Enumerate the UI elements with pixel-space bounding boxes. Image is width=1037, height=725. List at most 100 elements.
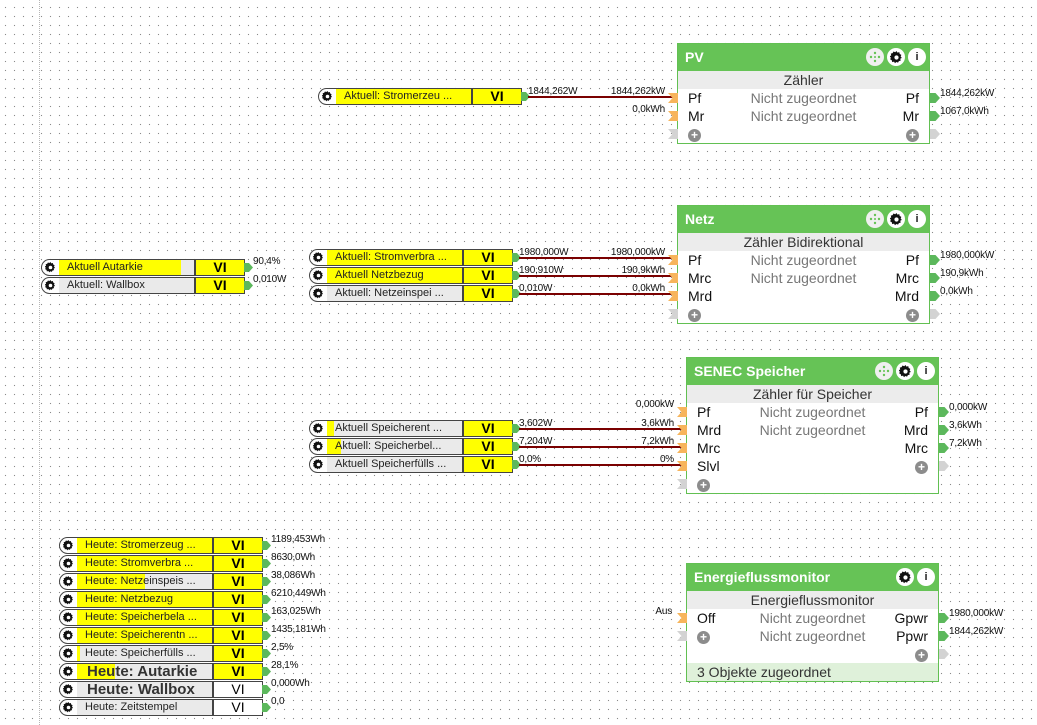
input-node[interactable]: Aktuell: Speicherbel...VI: [309, 438, 521, 455]
node-settings-button[interactable]: [59, 699, 77, 716]
input-node[interactable]: Aktuell Speicherfülls ...VI: [309, 456, 521, 473]
input-node[interactable]: Heute: Speicherfülls ...VI: [59, 645, 271, 662]
node-label[interactable]: Aktuell: Stromverbra ...: [327, 249, 463, 266]
add-input-button[interactable]: +: [697, 627, 710, 645]
output-port-pin[interactable]: [930, 273, 940, 283]
add-output-pin[interactable]: [939, 649, 949, 659]
add-input-button[interactable]: +: [697, 475, 710, 493]
input-port-pin[interactable]: [677, 613, 687, 623]
input-port-pin[interactable]: [677, 443, 687, 453]
move-icon[interactable]: [875, 362, 893, 380]
vi-badge[interactable]: VI: [213, 609, 263, 626]
node-label[interactable]: Heute: Wallbox: [77, 681, 213, 698]
input-node[interactable]: Aktuell: Stromerzeu ...VI: [318, 88, 530, 105]
input-node[interactable]: Heute: Netzeinspeis ...VI: [59, 573, 271, 590]
input-port-pin[interactable]: [677, 461, 687, 471]
vi-badge[interactable]: VI: [463, 267, 513, 284]
vi-badge[interactable]: VI: [213, 699, 263, 716]
vi-badge[interactable]: VI: [472, 88, 522, 105]
add-output-button[interactable]: +: [915, 645, 928, 663]
output-connector[interactable]: [512, 289, 521, 298]
input-node[interactable]: Aktuell: Netzeinspei ...VI: [309, 285, 521, 302]
node-label[interactable]: Heute: Netzbezug: [77, 591, 213, 608]
info-icon[interactable]: i: [908, 48, 926, 66]
add-output-button[interactable]: +: [915, 457, 928, 475]
vi-badge[interactable]: VI: [463, 285, 513, 302]
node-settings-button[interactable]: [318, 88, 336, 105]
node-label[interactable]: Heute: Speicherfülls ...: [77, 645, 213, 662]
node-settings-button[interactable]: [59, 609, 77, 626]
node-settings-button[interactable]: [309, 285, 327, 302]
connection-wire[interactable]: [519, 428, 684, 430]
input-port-pin[interactable]: [668, 291, 678, 301]
vi-badge[interactable]: VI: [463, 420, 513, 437]
input-port-pin[interactable]: [668, 273, 678, 283]
node-settings-button[interactable]: [59, 645, 77, 662]
node-label[interactable]: Heute: Stromerzeug ...: [77, 537, 213, 554]
node-label[interactable]: Aktuell Netzbezug: [327, 267, 463, 284]
node-settings-button[interactable]: [59, 627, 77, 644]
connection-wire[interactable]: [528, 96, 675, 98]
output-connector[interactable]: [262, 559, 271, 568]
output-port-pin[interactable]: [939, 613, 949, 623]
vi-badge[interactable]: VI: [213, 555, 263, 572]
node-settings-button[interactable]: [59, 591, 77, 608]
output-connector[interactable]: [521, 92, 530, 101]
output-connector[interactable]: [262, 685, 271, 694]
gear-icon[interactable]: [887, 210, 905, 228]
output-connector[interactable]: [512, 271, 521, 280]
add-input-pin[interactable]: [677, 479, 687, 489]
output-connector[interactable]: [512, 253, 521, 262]
vi-badge[interactable]: VI: [213, 663, 263, 680]
output-port-pin[interactable]: [939, 407, 949, 417]
gear-icon[interactable]: [896, 568, 914, 586]
output-port-pin[interactable]: [930, 291, 940, 301]
input-port-pin[interactable]: [677, 407, 687, 417]
gear-icon[interactable]: [887, 48, 905, 66]
output-port-pin[interactable]: [930, 255, 940, 265]
node-label[interactable]: Heute: Speicherbela ...: [77, 609, 213, 626]
input-port-pin[interactable]: [668, 111, 678, 121]
connection-wire[interactable]: [519, 464, 684, 466]
node-settings-button[interactable]: [309, 438, 327, 455]
input-node[interactable]: Heute: Speicherentn ...VI: [59, 627, 271, 644]
node-label[interactable]: Aktuell: Wallbox: [59, 277, 195, 294]
output-connector[interactable]: [262, 703, 271, 712]
add-output-button[interactable]: +: [906, 125, 919, 143]
node-label[interactable]: Aktuell: Netzeinspei ...: [327, 285, 463, 302]
move-icon[interactable]: [866, 48, 884, 66]
vi-badge[interactable]: VI: [213, 573, 263, 590]
info-icon[interactable]: i: [917, 568, 935, 586]
node-label[interactable]: Aktuell Autarkie: [59, 259, 195, 276]
input-node[interactable]: Heute: Speicherbela ...VI: [59, 609, 271, 626]
node-settings-button[interactable]: [59, 555, 77, 572]
input-port-pin[interactable]: [668, 255, 678, 265]
vi-badge[interactable]: VI: [195, 259, 245, 276]
input-port-pin[interactable]: [677, 631, 687, 641]
node-label[interactable]: Heute: Zeitstempel: [77, 699, 213, 716]
vi-badge[interactable]: VI: [213, 537, 263, 554]
vi-badge[interactable]: VI: [213, 681, 263, 698]
output-connector[interactable]: [262, 649, 271, 658]
info-icon[interactable]: i: [917, 362, 935, 380]
node-settings-button[interactable]: [59, 573, 77, 590]
output-port-pin[interactable]: [930, 111, 940, 121]
info-icon[interactable]: i: [908, 210, 926, 228]
add-output-pin[interactable]: [939, 461, 949, 471]
vi-badge[interactable]: VI: [195, 277, 245, 294]
connection-wire[interactable]: [519, 275, 675, 277]
output-connector[interactable]: [512, 442, 521, 451]
add-output-pin[interactable]: [930, 129, 940, 139]
output-connector[interactable]: [512, 460, 521, 469]
